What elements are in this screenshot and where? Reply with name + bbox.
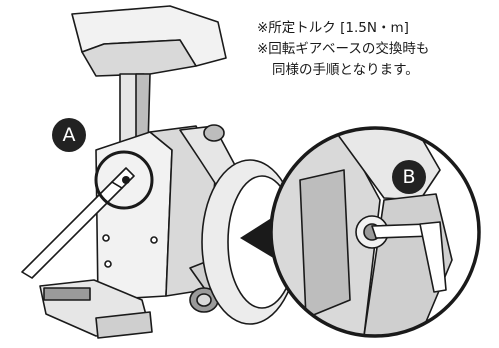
step-badge-a: A bbox=[52, 118, 86, 152]
zoom-detail bbox=[269, 126, 481, 338]
top-clamp-jaw bbox=[71, 5, 227, 157]
same-procedure-text: 同様の手順となります。 bbox=[272, 62, 419, 78]
step-badge-b: B bbox=[392, 160, 426, 194]
bolt-a-highlight bbox=[94, 150, 154, 210]
bottom-foot bbox=[39, 279, 153, 339]
mount-body bbox=[95, 125, 217, 301]
gear-base-note-text: ※回転ギアベースの交換時も bbox=[257, 41, 430, 57]
torque-note: ※所定トルク [1.5N・m] ※回転ギアベースの交換時も 同様の手順となります… bbox=[257, 18, 429, 81]
torque-spec-text: ※所定トルク [1.5N・m] bbox=[257, 20, 409, 36]
